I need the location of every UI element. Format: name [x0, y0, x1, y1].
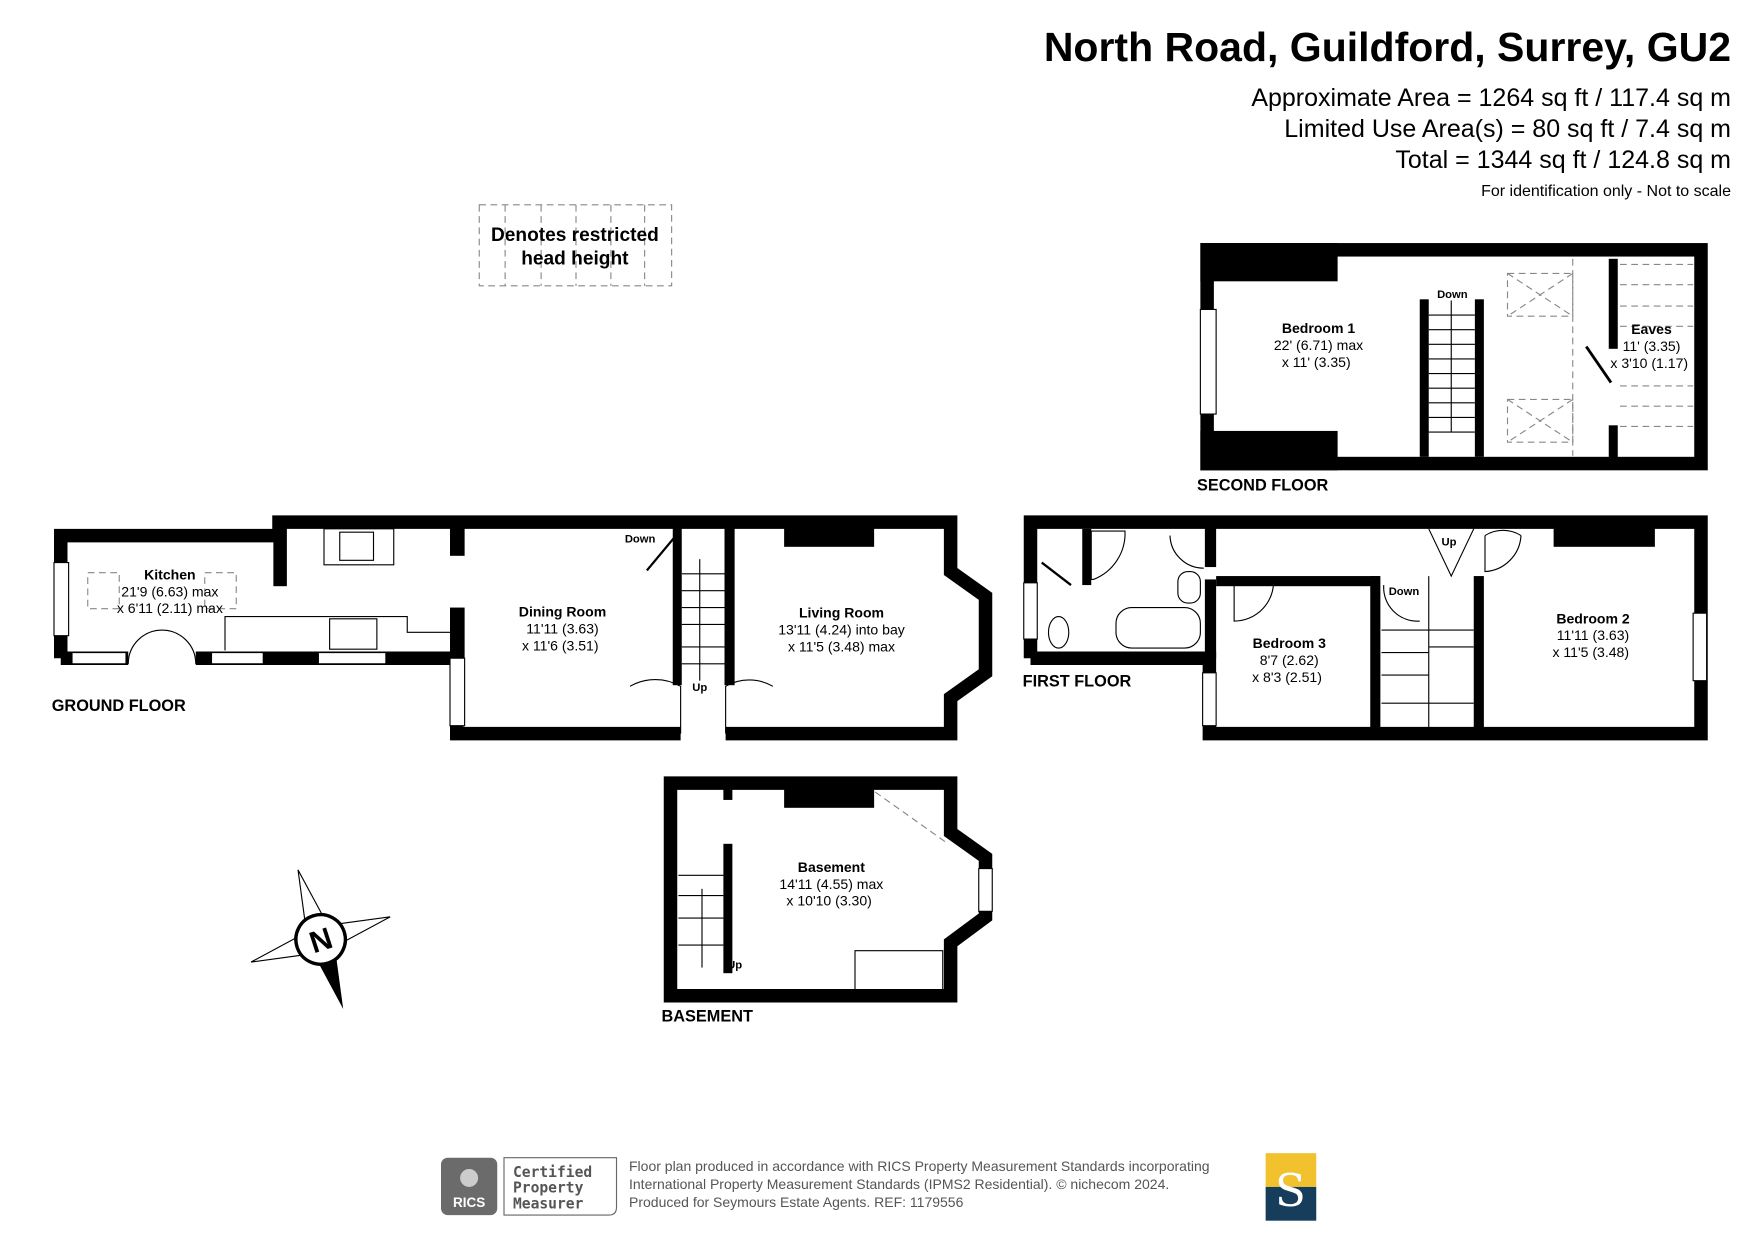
bedroom1-dim1: 22' (6.71) max: [1274, 337, 1363, 353]
badge-line-3: Measurer: [513, 1195, 584, 1212]
eaves-dim2: x 3'10 (1.17): [1610, 355, 1688, 371]
bedroom2-dim2: x 11'5 (3.48): [1552, 644, 1629, 660]
living-room-name: Living Room: [799, 605, 884, 621]
basement-dim2: x 10'10 (3.30): [786, 893, 871, 909]
basement-label: BASEMENT: [662, 1008, 753, 1026]
total-area: Total = 1344 sq ft / 124.8 sq m: [1395, 146, 1731, 174]
logo-letter: S: [1275, 1164, 1306, 1217]
restricted-height-legend: Denotes restricted head height: [478, 204, 673, 287]
legend-text-1: Denotes restricted: [491, 225, 659, 246]
kitchen-dim2: x 6'11 (2.11) max: [117, 600, 223, 616]
ground-up-label: Up: [692, 682, 707, 694]
basement-plan: Basement 14'11 (4.55) max x 10'10 (3.30)…: [662, 776, 993, 1026]
approximate-area: Approximate Area = 1264 sq ft / 117.4 sq…: [1251, 84, 1731, 112]
first-up-label: Up: [1442, 537, 1457, 549]
badge-line-2: Property: [513, 1180, 584, 1197]
dining-room-dim2: x 11'6 (3.51): [522, 637, 599, 653]
rics-badge: RICS Certified Property Measurer: [441, 1157, 618, 1216]
badge-line-1: Certified: [513, 1164, 592, 1181]
limited-use-area: Limited Use Area(s) = 80 sq ft / 7.4 sq …: [1284, 115, 1731, 143]
dining-room-name: Dining Room: [519, 604, 606, 620]
eaves-name: Eaves: [1631, 321, 1672, 337]
living-room-dim1: 13'11 (4.24) into bay: [778, 622, 905, 638]
first-floor-label: FIRST FLOOR: [1023, 672, 1132, 690]
bedroom2-name: Bedroom 2: [1556, 610, 1630, 626]
basement-dim1: 14'11 (4.55) max: [779, 876, 883, 892]
rics-text: RICS: [453, 1195, 485, 1210]
legend-text-2: head height: [521, 248, 629, 269]
dining-room-dim1: 11'11 (3.63): [526, 620, 598, 636]
second-floor-plan: Down Bedroom 1 22' (6.71) max x 11' (3.3…: [1197, 243, 1708, 495]
living-room-dim2: x 11'5 (3.48) max: [788, 638, 895, 654]
kitchen-name: Kitchen: [144, 566, 196, 582]
footer-line-2: International Property Measurement Stand…: [629, 1176, 1170, 1192]
first-floor-plan: Up Down Bedroom 3 8'7 (2.62) x 8'3 (2.51…: [1023, 515, 1708, 741]
kitchen-dim1: 21'9 (6.63) max: [121, 583, 218, 599]
bedroom1-name: Bedroom 1: [1282, 320, 1356, 336]
property-title: North Road, Guildford, Surrey, GU2: [1043, 24, 1731, 70]
footer-line-1: Floor plan produced in accordance with R…: [629, 1158, 1210, 1174]
ground-down-label: Down: [625, 533, 656, 545]
eaves-dim1: 11' (3.35): [1623, 338, 1681, 354]
basement-up-label: Up: [727, 960, 742, 972]
bedroom3-dim1: 8'7 (2.62): [1260, 652, 1319, 668]
scale-note: For identification only - Not to scale: [1481, 183, 1731, 200]
bedroom3-name: Bedroom 3: [1253, 635, 1327, 651]
bedroom1-dim2: x 11' (3.35): [1282, 354, 1351, 370]
bedroom2-dim1: 11'11 (3.63): [1557, 627, 1629, 643]
ground-floor-label: GROUND FLOOR: [52, 697, 186, 715]
footer-line-3: Produced for Seymours Estate Agents. REF…: [629, 1194, 964, 1210]
second-floor-down-label: Down: [1437, 289, 1468, 301]
basement-name: Basement: [798, 859, 865, 875]
seymours-logo: S: [1265, 1153, 1317, 1221]
bedroom3-dim2: x 8'3 (2.51): [1252, 669, 1322, 685]
compass-icon: N: [250, 869, 391, 1009]
ground-floor-plan: Kitchen 21'9 (6.63) max x 6'11 (2.11) ma…: [52, 515, 993, 741]
first-down-label: Down: [1389, 586, 1420, 598]
second-floor-label: SECOND FLOOR: [1197, 477, 1329, 495]
